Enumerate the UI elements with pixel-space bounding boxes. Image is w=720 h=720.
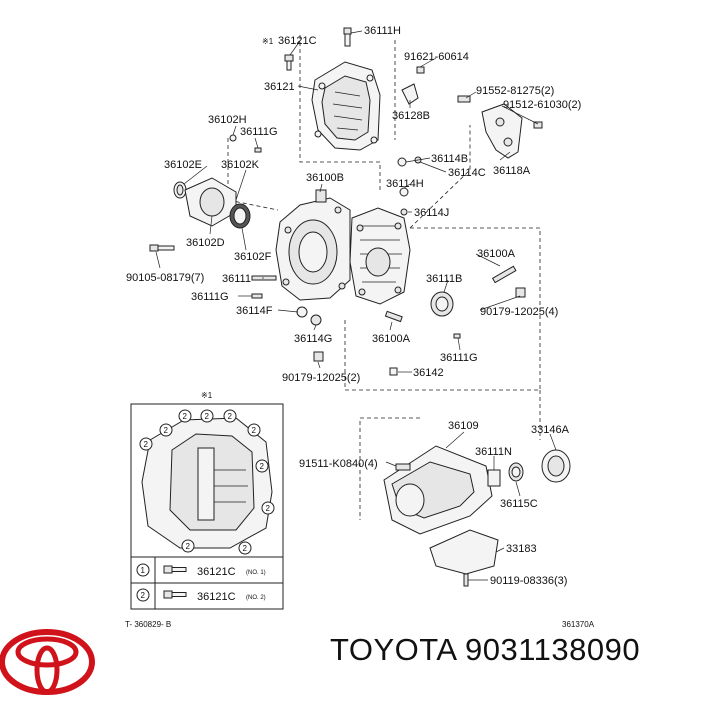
- plug-36114F: [296, 306, 308, 318]
- bolt-90105: [149, 244, 175, 252]
- label-36102K: 36102K: [221, 159, 260, 171]
- label-36102F: 36102F: [234, 251, 272, 263]
- footer-left-code: T- 360829- B: [125, 620, 171, 629]
- svg-text:2: 2: [266, 504, 271, 513]
- svg-text:2: 2: [243, 544, 248, 553]
- seal-33146A: [541, 449, 571, 483]
- part-number: 9031138090: [465, 632, 641, 667]
- label-36111: 36111: [222, 273, 251, 285]
- label-36100A-b: 36100A: [372, 333, 411, 345]
- inset-detail: ※1 2 2 2 2 2 2 2 2 2 2 1 36121C (NO. 1: [130, 391, 284, 610]
- label-36115C: 36115C: [500, 498, 538, 510]
- dashed-grouping-lines: [227, 35, 541, 520]
- rear-cover-36121: [311, 61, 381, 151]
- svg-text:2: 2: [183, 412, 188, 421]
- label-33146A: 33146A: [531, 424, 570, 436]
- ref-mark-label: ※1: [262, 37, 274, 46]
- footer-right-code: 361370A: [562, 620, 595, 629]
- legend-note-1: (NO. 1): [246, 570, 266, 576]
- transfer-case-36100B: [275, 189, 351, 301]
- washer-36114B: [397, 157, 407, 167]
- plug-36114G: [310, 314, 322, 326]
- brand-part-number-line: TOYOTA 9031138090: [330, 632, 640, 668]
- washer-36114J: [400, 208, 408, 216]
- stud-36111H: [343, 27, 352, 47]
- sleeve-36111N: [487, 469, 501, 487]
- ring-36115C: [508, 462, 524, 482]
- leader-lines: [155, 30, 557, 581]
- label-90179-12025-a: 90179-12025(4): [480, 306, 558, 318]
- retainer-36102K: [184, 177, 251, 229]
- legend-part-2: 36121C: [197, 591, 236, 603]
- label-36114H: 36114H: [386, 178, 424, 190]
- label-90105-08179: 90105-08179(7): [126, 272, 204, 284]
- seal-36111B: [430, 291, 454, 317]
- brand-name: TOYOTA: [330, 632, 456, 667]
- callout-labels: ※1 36121C 36111H 91621-60614 91552-81275…: [126, 25, 581, 587]
- label-91552-81275: 91552-81275(2): [476, 85, 554, 97]
- extension-housing-36109: [383, 445, 493, 535]
- label-36111G-a: 36111G: [240, 126, 278, 138]
- label-36118A: 36118A: [493, 165, 531, 177]
- inset-legend-row-1: 1 36121C (NO. 1): [136, 563, 266, 578]
- label-36114C: 36114C: [448, 167, 486, 179]
- plug-36142: [389, 367, 398, 376]
- label-36142: 36142: [413, 367, 444, 379]
- nut-90179-b: [313, 351, 324, 362]
- label-36109: 36109: [448, 420, 479, 432]
- svg-text:2: 2: [186, 542, 191, 551]
- nut-90179-a: [515, 287, 526, 298]
- label-36121: 36121: [264, 81, 295, 93]
- label-36102E: 36102E: [164, 159, 202, 171]
- label-90119-08336: 90119-08336(3): [490, 575, 567, 587]
- stud-36111B: [491, 265, 517, 284]
- svg-text:2: 2: [252, 426, 257, 435]
- legend-part-1: 36121C: [197, 566, 236, 578]
- svg-text:2: 2: [164, 426, 169, 435]
- label-36114B: 36114B: [431, 153, 468, 165]
- transfer-case-36100A: [349, 207, 411, 305]
- label-36100B: 36100B: [306, 172, 344, 184]
- label-36128B: 36128B: [392, 110, 430, 122]
- svg-text:2: 2: [260, 462, 265, 471]
- label-36111G-c: 36111G: [440, 352, 478, 364]
- breather-36128B: [401, 66, 425, 105]
- bracket-33183: [429, 529, 499, 587]
- label-36102H: 36102H: [208, 114, 247, 126]
- label-36111G-b: 36111G: [191, 291, 229, 303]
- label-36111N: 36111N: [475, 446, 512, 458]
- bracket-36118A: [457, 95, 543, 159]
- bolt-36121C: [284, 54, 294, 71]
- svg-text:2: 2: [228, 412, 233, 421]
- o-ring-36102H: [229, 134, 237, 142]
- stud-36100A: [384, 310, 403, 323]
- label-36114G: 36114G: [294, 333, 332, 345]
- label-36111B: 36111B: [426, 273, 462, 285]
- svg-text:2: 2: [205, 412, 210, 421]
- toyota-logo-icon: [0, 629, 95, 695]
- svg-text:2: 2: [141, 591, 146, 600]
- label-36114F: 36114F: [236, 305, 273, 317]
- label-36121C-top: 36121C: [278, 35, 317, 47]
- seal-36102E: [173, 181, 187, 199]
- pin-36111G-c: [453, 333, 461, 339]
- pin-36111G: [254, 147, 262, 153]
- label-36114J: 36114J: [414, 207, 449, 219]
- label-91621-60614: 91621-60614: [404, 51, 469, 63]
- label-36100A-a: 36100A: [477, 248, 516, 260]
- label-36111H: 36111H: [364, 25, 401, 37]
- svg-text:1: 1: [141, 566, 146, 575]
- label-36102D: 36102D: [186, 237, 225, 249]
- inset-bolt-markers: 2 2 2 2 2 2 2 2 2 2: [139, 409, 275, 555]
- label-91512-61030: 91512-61030(2): [503, 99, 581, 111]
- svg-text:2: 2: [144, 440, 149, 449]
- inset-ref-mark: ※1: [201, 391, 213, 400]
- pin-36111G-b: [251, 293, 263, 299]
- label-90179-12025-b: 90179-12025(2): [282, 372, 360, 384]
- label-91511-K0840: 91511-K0840(4): [299, 458, 378, 470]
- label-33183: 33183: [506, 543, 537, 555]
- legend-note-2: (NO. 2): [246, 595, 266, 601]
- inset-legend-row-2: 2 36121C (NO. 2): [136, 588, 266, 603]
